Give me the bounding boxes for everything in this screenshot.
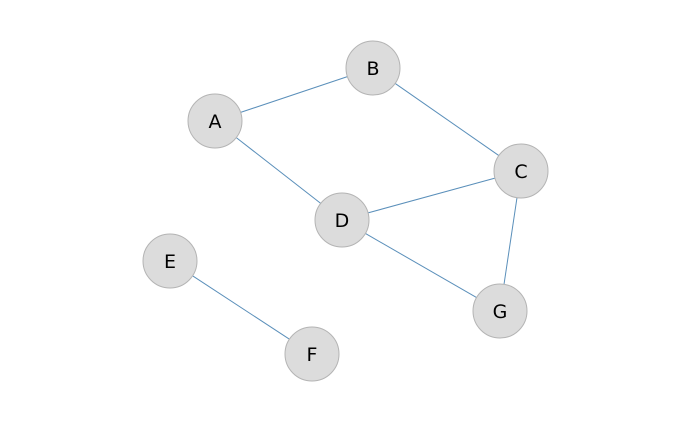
node-circle-c[interactable] bbox=[493, 143, 549, 199]
graph-node-c[interactable]: C bbox=[493, 143, 549, 199]
node-circle-d[interactable] bbox=[314, 192, 370, 248]
graph-node-g[interactable]: G bbox=[472, 283, 528, 339]
node-circle-e[interactable] bbox=[142, 233, 198, 289]
node-circle-b[interactable] bbox=[345, 40, 401, 96]
graph-edge-c-g[interactable] bbox=[503, 197, 518, 285]
graph-node-e[interactable]: E bbox=[142, 233, 198, 289]
graph-edge-a-b[interactable] bbox=[240, 76, 348, 113]
node-circle-f[interactable] bbox=[284, 326, 340, 382]
graph-edge-e-f[interactable] bbox=[192, 275, 290, 340]
graph-node-d[interactable]: D bbox=[314, 192, 370, 248]
graph-edge-d-g[interactable] bbox=[365, 233, 477, 298]
graph-node-f[interactable]: F bbox=[284, 326, 340, 382]
graph-edge-a-d[interactable] bbox=[235, 137, 322, 204]
graph-node-a[interactable]: A bbox=[187, 93, 243, 149]
graph-edge-b-c[interactable] bbox=[394, 83, 500, 156]
node-circle-g[interactable] bbox=[472, 283, 528, 339]
graph-edge-c-d[interactable] bbox=[367, 177, 496, 214]
graph-node-b[interactable]: B bbox=[345, 40, 401, 96]
edge-layer bbox=[192, 76, 518, 340]
node-circle-a[interactable] bbox=[187, 93, 243, 149]
